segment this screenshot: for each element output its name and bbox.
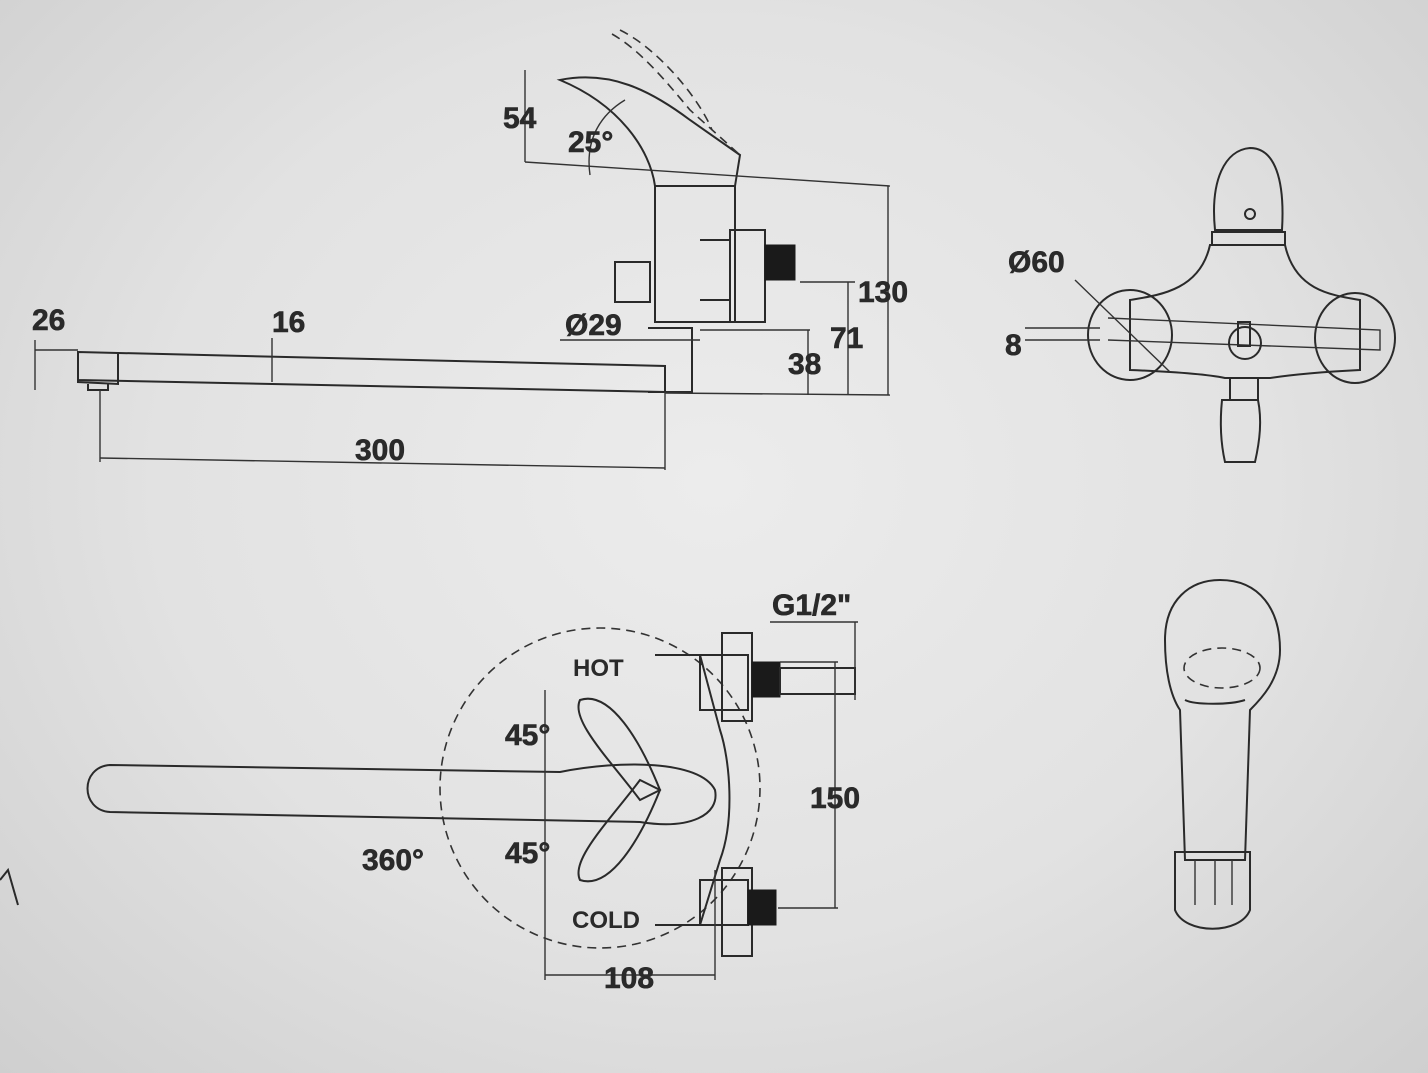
front-handle bbox=[1213, 146, 1284, 231]
dim-label-71: 71 bbox=[830, 322, 863, 355]
outlet-upper bbox=[1229, 377, 1259, 401]
handle-hot-position bbox=[577, 697, 662, 802]
hand-shower bbox=[1163, 578, 1282, 930]
angle-arc-25 bbox=[588, 99, 626, 176]
dim-label-45-hot: 45° bbox=[505, 719, 550, 752]
top-body bbox=[655, 654, 731, 926]
rotation-circle bbox=[439, 627, 761, 949]
outlet-lower bbox=[1219, 399, 1262, 463]
dim-line-300 bbox=[99, 457, 666, 469]
dim-label-16: 16 bbox=[272, 306, 305, 339]
dim-label-54: 54 bbox=[503, 102, 537, 135]
diverter-slot bbox=[1237, 321, 1251, 347]
front-body bbox=[1129, 244, 1361, 379]
diverter-circle bbox=[1228, 326, 1262, 360]
handle-lower bbox=[556, 76, 742, 187]
spout-collar bbox=[648, 327, 693, 393]
hot-pipe bbox=[779, 667, 856, 695]
dim-ext-top bbox=[524, 161, 891, 187]
dim-label-150: 150 bbox=[810, 782, 860, 815]
dim-label-8: 8 bbox=[1005, 329, 1022, 362]
spray-nozzles bbox=[1183, 647, 1261, 689]
shower-neck bbox=[1184, 699, 1246, 705]
dim-label-360: 360° bbox=[362, 844, 424, 877]
dim-label-26: 26 bbox=[32, 304, 65, 337]
left-flange bbox=[1087, 289, 1173, 381]
wall-connector bbox=[764, 244, 796, 281]
dim-label-300: 300 bbox=[355, 434, 405, 467]
body-detail bbox=[700, 239, 731, 301]
dim-label-25: 25° bbox=[568, 126, 613, 159]
dim-label-108: 108 bbox=[604, 962, 654, 995]
hot-label: HOT bbox=[573, 655, 624, 682]
dim-label-60: Ø60 bbox=[1008, 246, 1065, 279]
diverter-knob bbox=[614, 261, 651, 303]
aerator bbox=[87, 384, 109, 391]
dim-label-45-cold: 45° bbox=[505, 837, 550, 870]
spout-outline bbox=[77, 350, 666, 394]
dim-leader-60 bbox=[1074, 279, 1171, 373]
handle-base bbox=[1211, 231, 1286, 246]
mixer-body bbox=[654, 185, 736, 323]
handle-cold-position bbox=[577, 778, 662, 883]
hot-connector bbox=[751, 661, 781, 698]
side-view: 54 25° 26 16 Ø29 130 71 38 300 bbox=[32, 29, 908, 470]
hot-flange bbox=[699, 654, 749, 711]
top-spout bbox=[86, 763, 717, 826]
spout-tip bbox=[77, 352, 119, 386]
edge-mark bbox=[0, 867, 19, 906]
dim-label-130: 130 bbox=[858, 276, 908, 309]
cold-label: COLD bbox=[572, 907, 640, 934]
handle-upper-dashed-2 bbox=[619, 29, 713, 131]
top-view: HOT COLD 45° 45° 360° 150 108 G1/2" bbox=[86, 589, 860, 995]
hose-connector bbox=[1174, 851, 1251, 930]
handle-dot bbox=[1244, 208, 1256, 220]
dim-label-29: Ø29 bbox=[565, 309, 622, 342]
dim-label-38: 38 bbox=[788, 348, 821, 381]
dim-ext-bottom bbox=[664, 392, 891, 396]
right-flange bbox=[1314, 292, 1396, 384]
cold-connector bbox=[747, 889, 777, 926]
handle-upper-dashed bbox=[611, 33, 741, 156]
shower-head-outline bbox=[1163, 578, 1282, 861]
front-view: Ø60 8 bbox=[1005, 146, 1396, 463]
dim-label-g12: G1/2" bbox=[772, 589, 851, 622]
